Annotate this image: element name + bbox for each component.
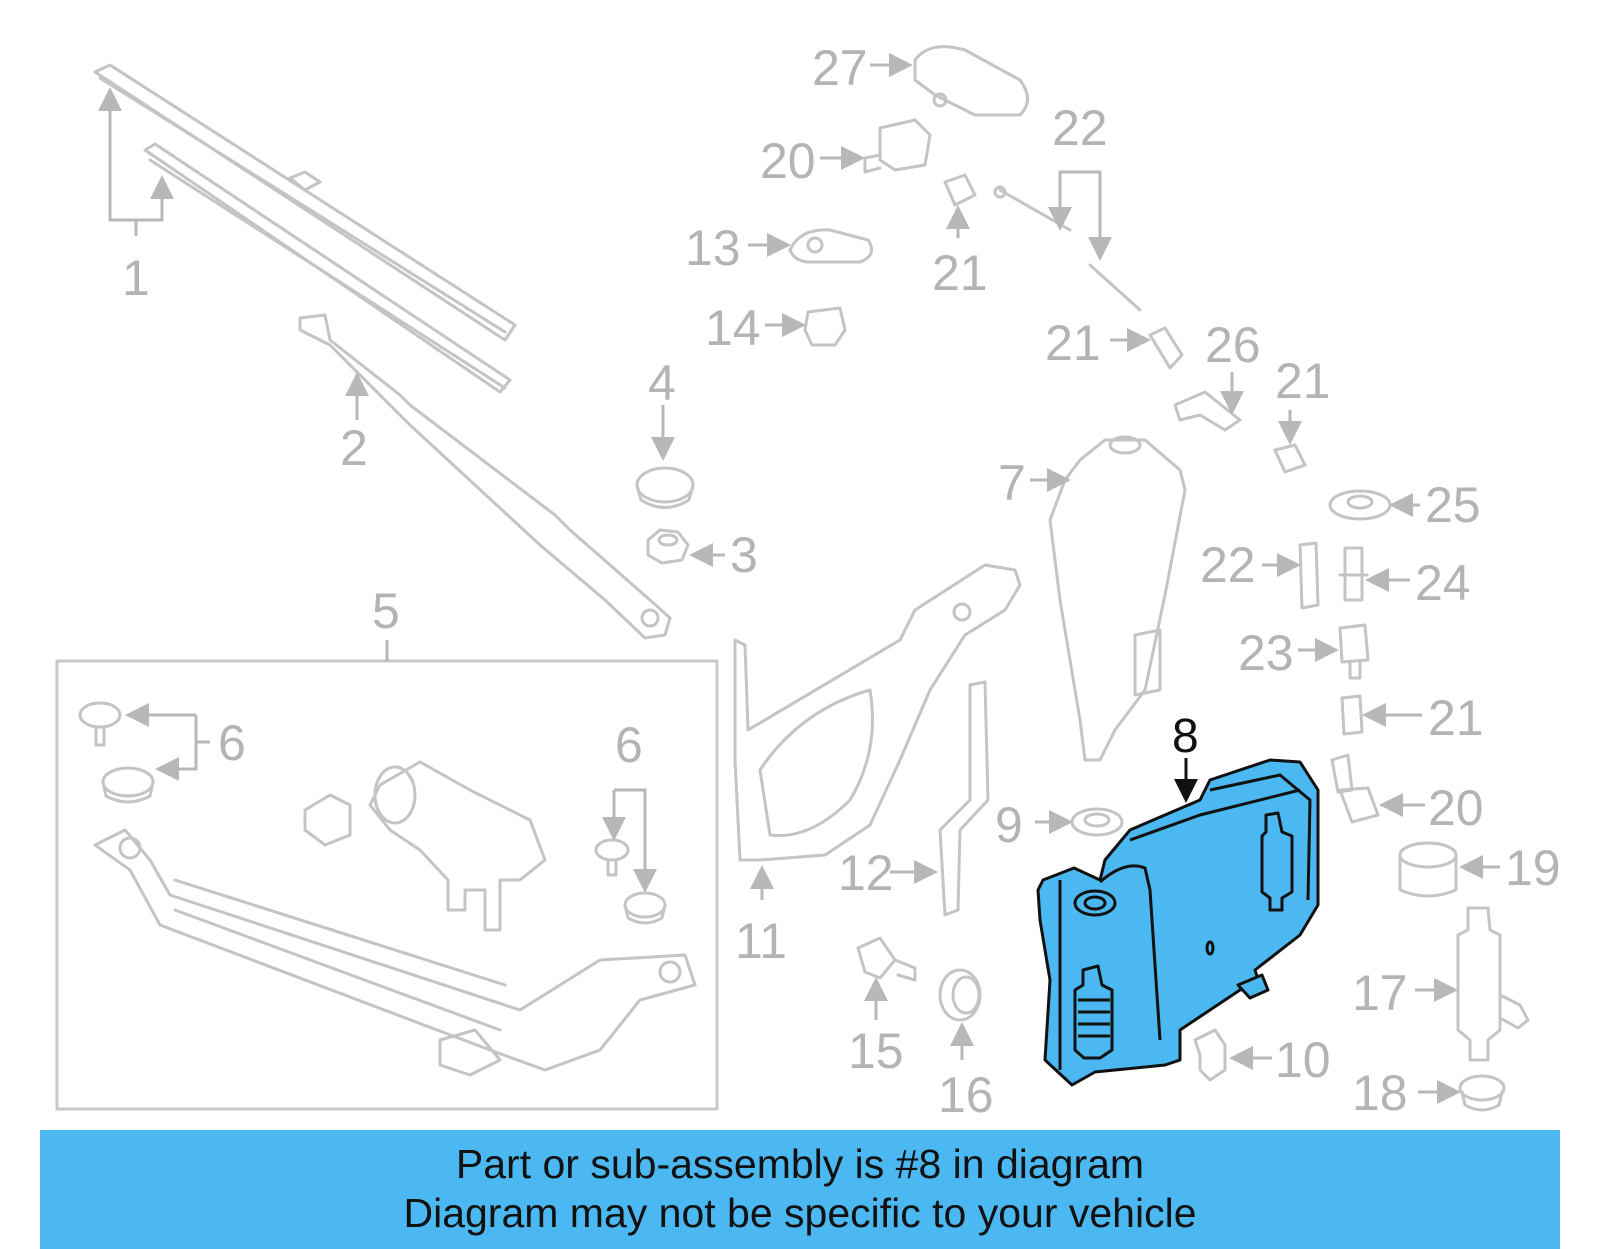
callout-22-right: 22	[1200, 537, 1256, 593]
callout-4: 4	[648, 355, 676, 411]
strap-part	[938, 680, 990, 917]
sleeve-21-mid-part	[1148, 326, 1184, 370]
nut-part	[646, 528, 690, 565]
wiper-arm-part	[298, 313, 672, 640]
callout-25: 25	[1425, 477, 1481, 533]
callout-15: 15	[848, 1023, 904, 1079]
callout-16: 16	[938, 1067, 994, 1123]
valve-24-part	[1338, 546, 1369, 602]
clip-14-part	[803, 306, 847, 347]
callout-17: 17	[1352, 965, 1408, 1021]
wiper-linkage-part	[93, 828, 697, 1077]
callout-24: 24	[1415, 555, 1471, 611]
banner-line-1: Part or sub-assembly is #8 in diagram	[455, 1141, 1145, 1187]
callout-9: 9	[995, 797, 1023, 853]
callout-5: 5	[372, 583, 400, 639]
info-banner: Part or sub-assembly is #8 in diagram Di…	[40, 1130, 1560, 1249]
callout-2: 2	[340, 420, 368, 476]
grommet-parts-right	[594, 838, 667, 925]
ring-16-part	[938, 968, 982, 1022]
callout-6-right: 6	[615, 717, 643, 773]
callout-8: 8	[1172, 710, 1199, 763]
callout-19: 19	[1505, 840, 1561, 896]
callout-10: 10	[1275, 1032, 1331, 1088]
connector-15-part	[856, 936, 917, 982]
hose-22-part	[993, 185, 1142, 312]
callout-18: 18	[1352, 1065, 1408, 1121]
callout-13: 13	[685, 220, 741, 276]
washer-reservoir-8-highlighted[interactable]	[1036, 758, 1320, 1087]
wiper-blades-part	[93, 63, 517, 394]
sleeve-21-low-part	[1340, 694, 1364, 736]
pump-17-part	[1456, 906, 1530, 1062]
sleeve-21-right-part	[1273, 443, 1307, 474]
callout-27: 27	[812, 40, 868, 96]
connector-20-right-part	[1330, 753, 1380, 824]
callout-21-right: 21	[1275, 353, 1331, 409]
reservoir-neck-7-part	[1048, 435, 1187, 762]
callout-3: 3	[730, 527, 758, 583]
callout-26: 26	[1205, 317, 1261, 373]
callout-21-low: 21	[1428, 690, 1484, 746]
seal-25-part	[1328, 489, 1392, 521]
grommet-parts-left	[78, 701, 155, 804]
t-connector-26-part	[1173, 390, 1242, 432]
callout-11: 11	[735, 913, 787, 969]
connector-23-part	[1338, 623, 1370, 680]
callout-20-right: 20	[1428, 780, 1484, 836]
bracket-part	[733, 563, 1022, 862]
banner-line-2: Diagram may not be specific to your vehi…	[403, 1190, 1197, 1236]
callout-21-top: 21	[932, 245, 988, 301]
ring-19-part	[1398, 841, 1458, 898]
callout-20-top: 20	[760, 133, 816, 189]
cap-part	[635, 466, 695, 509]
sleeve-21-top-part	[943, 173, 977, 207]
callout-21-mid: 21	[1045, 315, 1101, 371]
callout-7: 7	[998, 455, 1026, 511]
connector-27-part	[913, 45, 1029, 117]
hose-22-right-part	[1298, 541, 1320, 610]
parts-diagram: 1 2 4 3 5 6	[55, 40, 1561, 1123]
callout-1: 1	[122, 250, 150, 306]
grommet-18-part	[1458, 1074, 1506, 1112]
callout-12: 12	[838, 845, 894, 901]
callout-23: 23	[1238, 625, 1294, 681]
wiper-motor-part	[303, 760, 547, 932]
clip-10-part	[1193, 1028, 1227, 1082]
callout-22-top: 22	[1052, 100, 1108, 156]
connector-20-top-part	[863, 118, 932, 174]
callout-14: 14	[705, 300, 761, 356]
callout-6-left: 6	[218, 715, 246, 771]
plug-13-part	[788, 228, 874, 264]
seal-9-part	[1070, 807, 1124, 837]
